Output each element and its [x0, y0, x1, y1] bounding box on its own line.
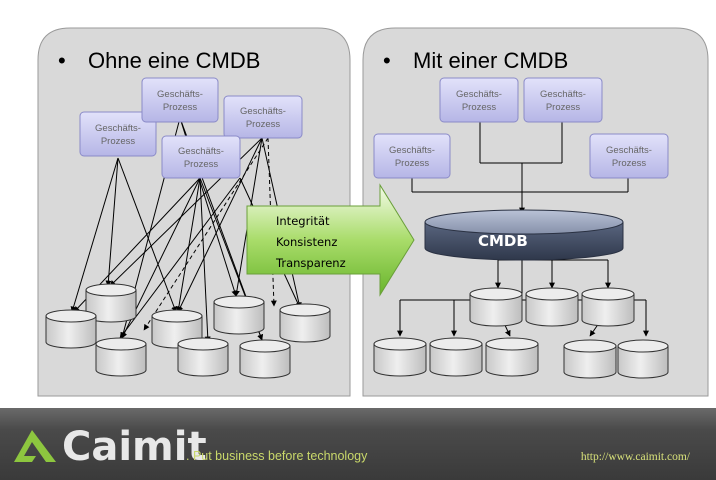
process-label-line-1: Geschäfts- [240, 106, 286, 117]
business-process-box: Geschäfts- Prozess [589, 133, 669, 179]
database-cylinder [581, 287, 635, 327]
cmdb-label: CMDB [478, 232, 528, 250]
database-cylinder [563, 339, 617, 379]
database-cylinder [95, 337, 147, 377]
database-cylinder [279, 303, 331, 343]
brand-tagline: . Put business before technology [186, 449, 368, 463]
process-label-line-1: Geschäfts- [456, 89, 502, 100]
caimit-logo-icon [14, 430, 56, 462]
brand-name: Caimit [62, 424, 207, 470]
cmdb-cylinder: CMDB [424, 209, 624, 261]
business-process-box: Geschäfts- Prozess [141, 77, 219, 123]
business-process-box: Geschäfts- Prozess [223, 95, 303, 139]
database-cylinder [177, 337, 229, 377]
database-cylinder [373, 337, 427, 377]
left-panel-bullet: • [58, 48, 66, 73]
database-cylinder [213, 295, 265, 335]
diagram-canvas: • Ohne eine CMDB • Mit einer CMDB Geschä… [37, 27, 709, 397]
right-panel-title: Mit einer CMDB [413, 48, 568, 73]
process-label-line-1: Geschäfts- [540, 89, 586, 100]
business-process-box: Geschäfts- Prozess [439, 77, 519, 123]
database-cylinder [239, 339, 291, 379]
benefits-arrow: Integrität Konsistenz Transparenz [246, 183, 415, 297]
business-process-box: Geschäfts- Prozess [79, 111, 157, 157]
process-label-line-2: Prozess [462, 102, 497, 113]
database-cylinder [525, 287, 579, 327]
process-label-line-2: Prozess [101, 136, 136, 147]
left-databases [45, 283, 331, 379]
process-label-line-1: Geschäfts- [178, 146, 224, 157]
website-link[interactable]: http://www.caimit.com/ [580, 451, 690, 463]
arrow-line-1: Integrität [276, 214, 330, 228]
arrow-line-3: Transparenz [275, 256, 346, 270]
business-process-box: Geschäfts- Prozess [373, 133, 451, 179]
business-process-box: Geschäfts- Prozess [523, 77, 603, 123]
process-label-line-1: Geschäfts- [389, 145, 435, 156]
footer-bar: Caimit . Put business before technology … [0, 408, 716, 480]
right-databases [373, 287, 669, 379]
database-cylinder [429, 337, 483, 377]
right-panel-bullet: • [383, 48, 391, 73]
database-cylinder [469, 287, 523, 327]
process-label-line-2: Prozess [163, 102, 198, 113]
database-cylinder [45, 309, 97, 349]
process-label-line-1: Geschäfts- [95, 123, 141, 134]
right-processes: Geschäfts-ProzessGeschäfts-ProzessGeschä… [373, 77, 669, 179]
arrow-line-2: Konsistenz [276, 235, 337, 249]
process-label-line-2: Prozess [612, 158, 647, 169]
left-panel-title: Ohne eine CMDB [88, 48, 260, 73]
process-label-line-1: Geschäfts- [606, 145, 652, 156]
process-label-line-2: Prozess [184, 159, 219, 170]
process-label-line-2: Prozess [395, 158, 430, 169]
business-process-box: Geschäfts- Prozess [161, 135, 241, 179]
database-cylinder [485, 337, 539, 377]
database-cylinder [617, 339, 669, 379]
process-label-line-2: Prozess [546, 102, 581, 113]
process-label-line-1: Geschäfts- [157, 89, 203, 100]
process-label-line-2: Prozess [246, 119, 281, 130]
